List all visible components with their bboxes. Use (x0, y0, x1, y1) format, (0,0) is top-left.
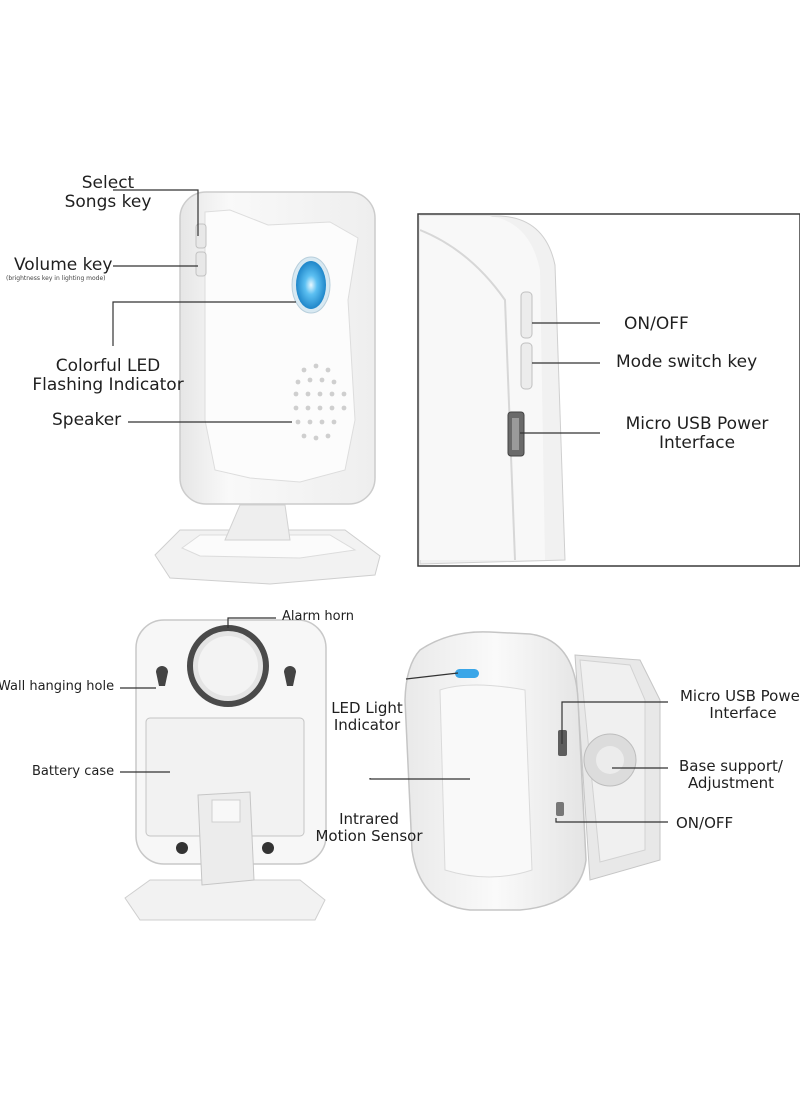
leader-lines (112, 189, 668, 823)
label-line: Adjustment (687, 773, 775, 792)
label-line: Indicator (333, 715, 401, 734)
label-line: Intrared (339, 810, 399, 828)
speaker-label: Speaker (52, 410, 122, 430)
side-detail-zoom (417, 213, 800, 567)
on-off-bottom-label: ON/OFF (676, 814, 734, 832)
label-line: Base support/ (679, 757, 783, 775)
infrared-motion-sensor-label: Intrared Motion Sensor (312, 811, 426, 844)
receiver-front-view (154, 191, 381, 585)
colorful-led-label: Colorful LED Flashing Indicator (18, 357, 198, 394)
base-support-label: Base support/ Adjustment (672, 758, 790, 791)
label-line: Motion Sensor (315, 826, 423, 845)
wall-hanging-hole-label: Wall hanging hole (0, 679, 115, 694)
micro-usb-top-label: Micro USB Power Interface (616, 415, 778, 452)
label-line: Flashing Indicator (32, 374, 184, 395)
led-light-indicator-label: LED Light Indicator (326, 700, 408, 733)
battery-case-label: Battery case (32, 764, 115, 779)
label-line: Micro USB Power (625, 414, 769, 434)
label-line: Select (81, 173, 135, 193)
label-line: Songs key (64, 191, 152, 212)
select-songs-key-label: Select Songs key (58, 174, 158, 211)
volume-key-label: Volume key (14, 255, 113, 275)
label-line: Micro USB Power (679, 687, 800, 705)
label-line: LED Light (331, 699, 403, 717)
volume-key-note: (brightness key in lighting mode) (6, 275, 106, 282)
mode-switch-key-label: Mode switch key (616, 352, 758, 372)
label-line: Interface (658, 432, 736, 453)
label-line: Interface (709, 703, 777, 722)
micro-usb-bottom-label: Micro USB Power Interface (668, 688, 800, 721)
label-line: Colorful LED (55, 356, 161, 376)
on-off-top-label: ON/OFF (624, 314, 689, 334)
motion-sensor-view (404, 631, 661, 911)
alarm-horn-label: Alarm horn (282, 609, 354, 624)
receiver-back-view (124, 619, 327, 921)
